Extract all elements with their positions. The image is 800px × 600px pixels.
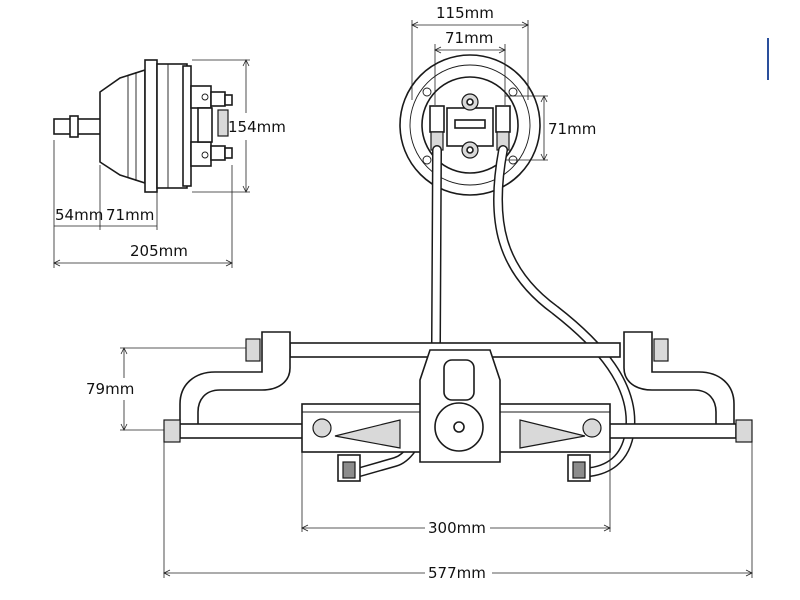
right-fitting [495,105,511,133]
bottom-plug-center [466,146,474,154]
mount-hole [422,155,432,165]
fitting-side [210,91,226,107]
helm-pump-front-view [399,54,541,196]
dim-side-height: 154mm [228,118,286,136]
helm-shaft [53,118,105,135]
shaft-collar [69,115,79,138]
dim-cylinder-offset: 79mm [86,380,134,398]
top-plug-center [466,98,474,106]
center-lug [443,359,475,401]
dim-side-body: 71mm [106,206,154,224]
cylinder-dimensions: 79mm 300mm 577mm [86,347,753,582]
right-bracket [623,331,735,429]
dim-side-total: 205mm [130,242,188,260]
helm-rim [182,65,192,187]
center-bar [454,119,486,129]
rod-end-nut-left [163,419,181,443]
bracket-nut-right [653,338,669,362]
fitting-side [210,145,226,161]
helm-flange [144,59,158,193]
cyl-fitting-right-nut [572,461,586,479]
left-fitting [429,105,445,133]
dim-front-vertical: 71mm [548,120,596,138]
left-bracket [179,331,291,429]
dim-front-outer: 115mm [436,4,494,22]
helm-pump-side-view [53,59,233,193]
dim-cylinder-body: 300mm [428,519,486,537]
cylinder-port-left [312,418,332,438]
helm-cone [99,68,146,185]
bolt-head [201,93,209,101]
wedge-left [334,419,401,449]
cylinder-port-right [582,418,602,438]
rod-end-nut-right [735,419,753,443]
steering-cylinder-assembly [163,331,753,482]
valve-block [197,107,213,143]
dim-front-inner: 71mm [445,29,493,47]
dim-side-shaft: 54mm [55,206,103,224]
bolt-head [201,151,209,159]
fitting-nut [217,109,229,137]
fitting-tip [224,94,233,106]
fitting-tip [224,147,233,159]
front-view-dimensions: 115mm 71mm 71mm [411,4,596,161]
dim-cylinder-total: 577mm [428,564,486,582]
bracket-nut-left [245,338,261,362]
mount-hole [422,87,432,97]
center-pivot-inner [453,421,465,433]
cyl-fitting-left-nut [342,461,356,479]
helm-mid-ring [409,64,531,186]
wedge-right [519,419,586,449]
side-view-dimensions: 154mm 54mm 71mm 205mm [53,59,286,268]
